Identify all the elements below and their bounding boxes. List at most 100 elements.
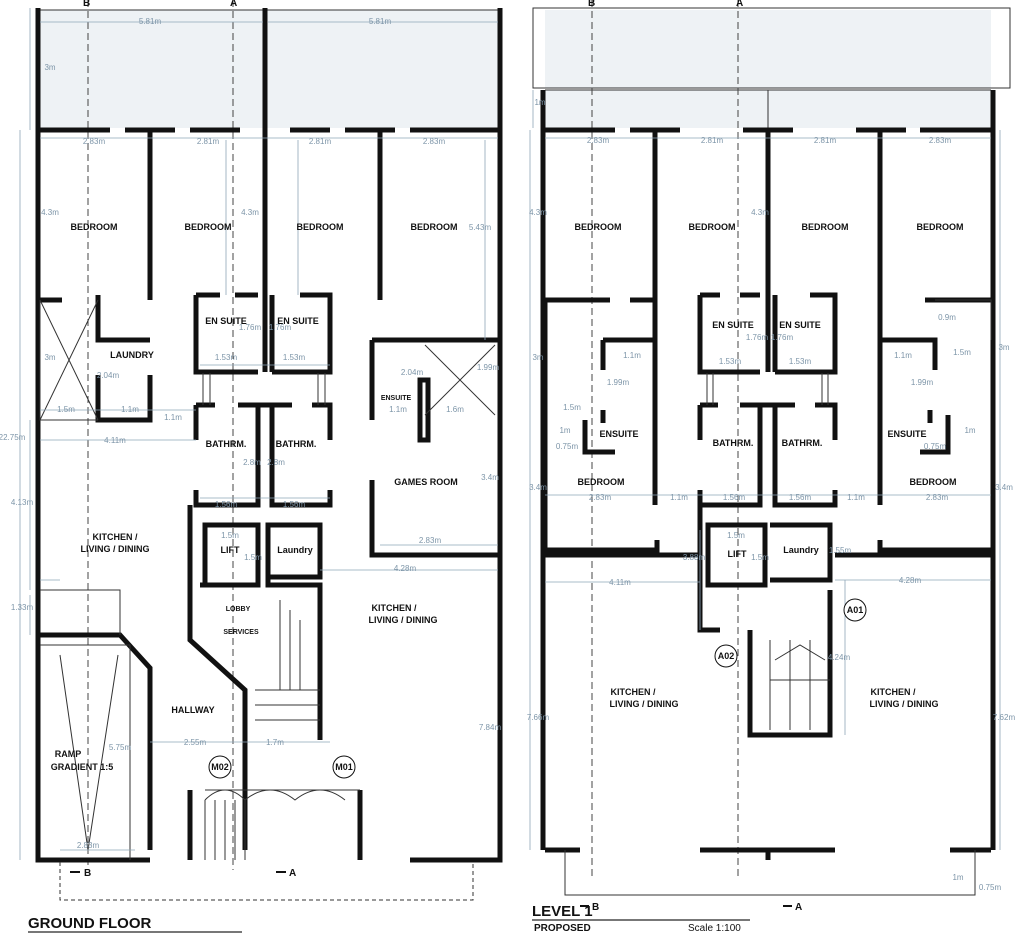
room-label: BEDROOM <box>578 477 625 487</box>
dimension-label: 1.5m <box>57 405 75 414</box>
l1-section-lines <box>591 0 739 880</box>
dimension-label: 0.75m <box>979 883 1002 892</box>
dimension-label: 1.1m <box>121 405 139 414</box>
room-label: ENSUITE <box>599 429 638 439</box>
plan-linework <box>40 295 153 423</box>
plan-linework <box>269 292 333 375</box>
dimension-label: 2.8m <box>243 458 261 467</box>
dimension-label: 1.56m <box>723 493 746 502</box>
dimension-label: 1.53m <box>283 353 306 362</box>
dimension-label: 1.1m <box>670 493 688 502</box>
dimension-label: 3.4m <box>995 483 1013 492</box>
room-label: EN SUITE <box>779 320 821 330</box>
dimension-label: 0.9m <box>938 313 956 322</box>
dimension-label: 1.56m <box>283 500 306 509</box>
dimension-label: 1.33m <box>11 603 34 612</box>
plan-linework <box>40 644 131 860</box>
room-label: BATHRM. <box>276 439 317 449</box>
room-label: Laundry <box>783 545 819 555</box>
dimension-label: 4.3m <box>751 208 769 217</box>
dimension-label: 4.3m <box>41 208 59 217</box>
plan-linework <box>652 130 883 300</box>
dimension-label: 2.8m <box>267 458 285 467</box>
gf-dimension-labels: 5.81m 5.81m 2.83m 2.81m 2.81m 2.83m 3m 4… <box>0 17 501 850</box>
dimension-label: B <box>588 0 595 9</box>
dimension-label: 1.76m <box>771 333 794 342</box>
dimension-label: 7.62m <box>993 713 1016 722</box>
plan-linework <box>255 600 320 721</box>
plan-linework <box>200 577 323 740</box>
dimension-label: 1.7m <box>266 738 284 747</box>
room-label: KITCHEN / <box>611 687 656 697</box>
tag-m02: M02 <box>211 762 229 772</box>
dimension-label: 0.75m <box>924 442 947 451</box>
room-label: BEDROOM <box>917 222 964 232</box>
dimension-label: 1.99m <box>911 378 934 387</box>
plan-linework <box>564 850 976 896</box>
dimension-label: B <box>592 902 599 913</box>
l1-subtitle: PROPOSED <box>534 923 591 934</box>
dimension-label: 2.81m <box>309 137 332 146</box>
room-label: LIFT <box>728 549 747 559</box>
dimension-label: 1.5m <box>221 531 239 540</box>
room-label: EN SUITE <box>205 316 247 326</box>
tag-a01: A01 <box>847 605 864 615</box>
gf-title: GROUND FLOOR <box>28 915 151 932</box>
plan-linework <box>424 344 496 416</box>
room-label: Laundry <box>277 545 313 555</box>
dimension-label: 1.76m <box>239 323 262 332</box>
plan-linework <box>545 847 991 860</box>
room-label: LIVING / DINING <box>869 699 938 709</box>
tag-a02: A02 <box>718 651 735 661</box>
gf-front-terrace <box>40 10 498 128</box>
room-label: KITCHEN / <box>871 687 916 697</box>
room-label: KITCHEN / <box>372 603 417 613</box>
dimension-label: 1.1m <box>847 493 865 502</box>
tag-circle <box>843 598 867 622</box>
dimension-label: 22.75m <box>0 433 26 442</box>
l1-room-labels: BEDROOM BEDROOM BEDROOM BEDROOM EN SUITE… <box>575 222 964 709</box>
dimension-label: 1.56m <box>215 500 238 509</box>
dimension-label: 2.83m <box>423 137 446 146</box>
dimension-label: B <box>83 0 90 9</box>
dimension-label: 1.5m <box>727 531 745 540</box>
room-label: ENSUITE <box>381 395 412 402</box>
dimension-label: 4.3m <box>529 208 547 217</box>
dimension-label: 4.28m <box>899 576 922 585</box>
plan-linework <box>39 299 99 421</box>
room-label: BATHRM. <box>782 438 823 448</box>
dimension-label: B <box>84 868 91 879</box>
plan-linework <box>40 505 248 850</box>
dimension-label: A <box>230 0 237 9</box>
dimension-label: 4.11m <box>609 578 631 587</box>
dimension-label: 2.83m <box>589 493 612 502</box>
dimension-label: 4.3m <box>241 208 259 217</box>
dimension-label: 2.83m <box>77 841 100 850</box>
room-label: BEDROOM <box>802 222 849 232</box>
room-label: GAMES ROOM <box>394 477 458 487</box>
dimension-label: 4.13m <box>11 498 34 507</box>
dimension-label: A <box>289 868 296 879</box>
plan-linework <box>410 8 503 863</box>
dimension-label: 7.84m <box>479 723 502 732</box>
room-label: RAMP <box>55 749 82 759</box>
dimension-label: 1.5m <box>751 553 769 562</box>
plan-linework <box>204 789 360 860</box>
plan-linework <box>706 373 829 405</box>
dimension-label: 2.81m <box>197 137 220 146</box>
room-label: EN SUITE <box>712 320 754 330</box>
plan-linework <box>187 790 363 860</box>
dimension-label: 3.4m <box>529 483 547 492</box>
dimension-label: 1.1m <box>623 351 641 360</box>
gf-dimension-lines <box>19 8 498 860</box>
dimension-label: 1.5m <box>953 348 971 357</box>
plan-linework <box>582 337 655 455</box>
gf-walls <box>35 8 503 863</box>
tag-m01: M01 <box>335 762 353 772</box>
plan-linework <box>877 297 993 553</box>
plan-linework <box>35 8 150 863</box>
dimension-label: 3m <box>998 343 1009 352</box>
room-label: LAUNDRY <box>110 350 154 360</box>
room-label: BEDROOM <box>411 222 458 232</box>
